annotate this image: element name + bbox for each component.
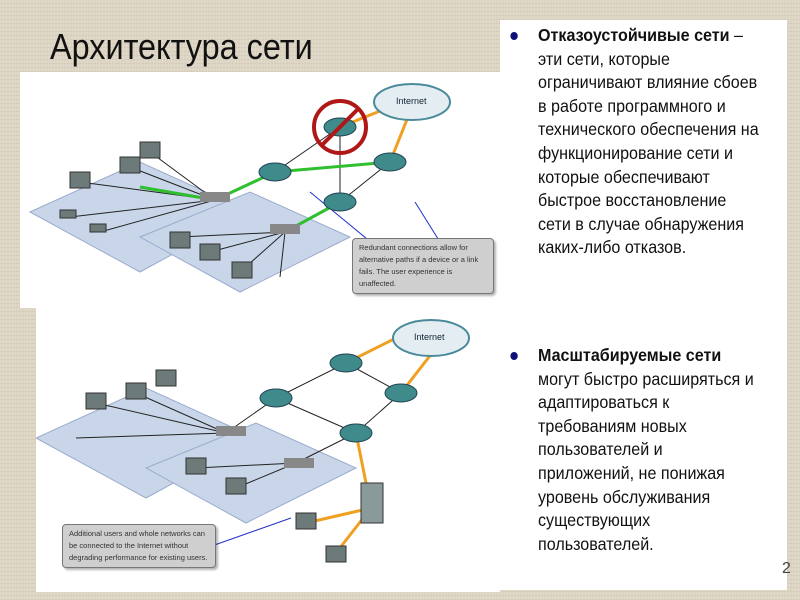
callout: Redundant connections allow for alternat… bbox=[352, 238, 494, 294]
bullet-text: – эти сети, которые ограничивают влияние… bbox=[538, 25, 759, 258]
text-panel: Отказоустойчивые сети – эти сети, которы… bbox=[500, 20, 787, 590]
bullet-icon bbox=[510, 352, 518, 360]
cloud-label: Internet bbox=[396, 96, 427, 106]
bullet-heading: Масштабируемые сети bbox=[538, 345, 722, 365]
router-icon bbox=[259, 353, 418, 443]
pc-icon bbox=[85, 369, 347, 563]
switch-icon bbox=[270, 224, 300, 234]
bullet-icon bbox=[510, 32, 518, 40]
bullet-scalable: Масштабируемые сети могут быстро расширя… bbox=[510, 344, 759, 556]
lan-plane bbox=[144, 422, 358, 524]
switch-icon bbox=[200, 192, 230, 202]
bullet-fault-tolerant: Отказоустойчивые сети – эти сети, которы… bbox=[510, 24, 759, 260]
page-number: 2 bbox=[782, 560, 791, 577]
pc-icon bbox=[59, 141, 253, 279]
cloud-icon bbox=[392, 319, 470, 357]
fault-tolerant-network-diagram: Internet Redundant connections allow for… bbox=[20, 72, 500, 308]
switch-icon bbox=[284, 458, 314, 468]
bullet-heading: Отказоустойчивые сети bbox=[538, 25, 730, 45]
cloud-label: Internet bbox=[414, 332, 445, 342]
scalable-network-diagram: Internet Additional users and whole netw… bbox=[36, 308, 500, 592]
cloud-icon bbox=[373, 83, 451, 121]
server-icon bbox=[360, 482, 384, 524]
switch-icon bbox=[216, 426, 246, 436]
network-drawing bbox=[36, 319, 470, 563]
callout: Additional users and whole networks can … bbox=[62, 524, 216, 568]
lan-plane bbox=[138, 191, 352, 293]
slide-title: Архитектура сети bbox=[50, 26, 313, 67]
bullet-text: могут быстро расширяться и адаптироватьс… bbox=[538, 368, 754, 554]
failure-icon bbox=[312, 99, 368, 155]
